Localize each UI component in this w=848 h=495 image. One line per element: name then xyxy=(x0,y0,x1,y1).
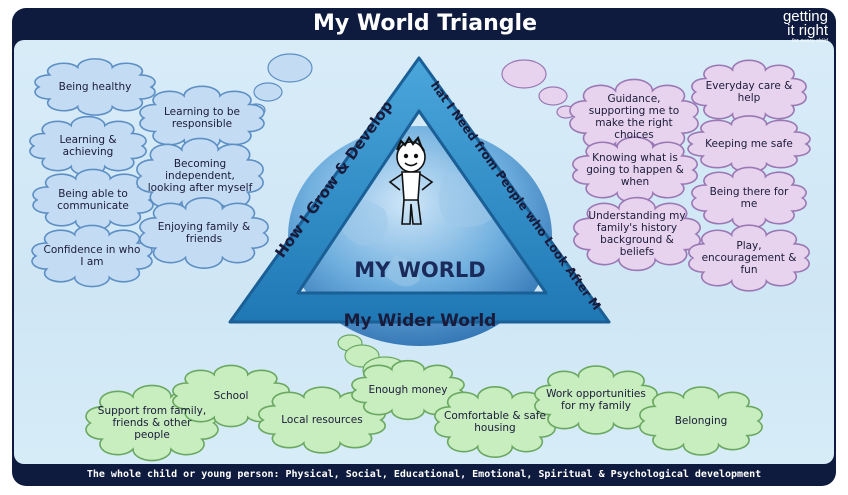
right-cloud-label: Play, encouragement & fun xyxy=(701,239,797,276)
right-cloud-label: Being there for me xyxy=(709,185,789,210)
left-cloud xyxy=(32,168,154,232)
right-cloud xyxy=(573,196,701,272)
left-cloud-label: Being healthy xyxy=(58,80,132,93)
right-cloud xyxy=(688,224,810,292)
right-cloud xyxy=(572,136,698,204)
left-cloud xyxy=(139,85,265,151)
center-label: MY WORLD xyxy=(354,258,485,282)
right-cloud xyxy=(687,115,811,173)
left-cloud-label: Being able to communicate xyxy=(57,187,129,212)
bottom-cloud-label: Comfortable & safe housing xyxy=(444,410,546,434)
thought-bubble xyxy=(538,86,568,106)
bottom-cloud-label: School xyxy=(213,389,249,402)
right-cloud-label: Everyday care & help xyxy=(705,79,793,104)
triangle-band xyxy=(228,56,611,324)
right-cloud-label: Guidance, supporting me to make the righ… xyxy=(588,92,680,141)
child-figure xyxy=(388,135,434,225)
getting-it-right-logo: getting it right for every child xyxy=(720,8,828,44)
left-cloud xyxy=(31,224,153,288)
bottom-cloud-label: Support from family, friends & other peo… xyxy=(97,404,207,441)
cloud-shapes xyxy=(29,58,811,462)
right-cloud xyxy=(691,166,807,230)
left-cloud-label: Confidence in who I am xyxy=(43,243,141,268)
thought-bubble xyxy=(267,53,313,83)
left-cloud-label: Becoming independent, looking after myse… xyxy=(147,157,253,194)
thought-bubble xyxy=(501,59,547,89)
bottom-cloud xyxy=(534,365,658,435)
brand-line-1: getting xyxy=(782,8,828,25)
right-cloud-label: Understanding my family's history backgr… xyxy=(588,209,686,258)
bottom-side-label: My Wider World xyxy=(344,311,497,331)
globe-continents xyxy=(330,172,505,287)
right-cloud xyxy=(691,59,807,125)
bottom-cloud-label: Local resources xyxy=(281,413,363,426)
left-cloud xyxy=(139,197,269,269)
bottom-cloud xyxy=(434,386,556,458)
bottom-cloud-label: Belonging xyxy=(674,414,728,427)
right-cloud-label: Keeping me safe xyxy=(705,137,793,150)
left-cloud-label: Learning to be responsible xyxy=(164,105,240,130)
footer-caption: The whole child or young person: Physica… xyxy=(86,469,762,480)
bottom-cloud-label: Work opportunities for my family xyxy=(546,387,646,412)
brand-line-3: for every child xyxy=(791,38,828,44)
bottom-cloud xyxy=(351,359,465,421)
thought-bubble xyxy=(253,82,283,102)
page-title: My World Triangle xyxy=(313,11,537,36)
right-cloud-label: Knowing what is going to happen & when xyxy=(586,151,684,188)
bottom-cloud xyxy=(258,386,386,454)
bottom-cloud-label: Enough money xyxy=(368,384,448,396)
bottom-cloud xyxy=(639,386,763,456)
left-cloud xyxy=(34,58,156,116)
left-cloud-label: Enjoying family & friends xyxy=(157,221,251,245)
left-cloud-label: Learning & achieving xyxy=(59,134,117,158)
left-cloud xyxy=(29,115,147,177)
brand-line-2: it right xyxy=(787,22,828,39)
